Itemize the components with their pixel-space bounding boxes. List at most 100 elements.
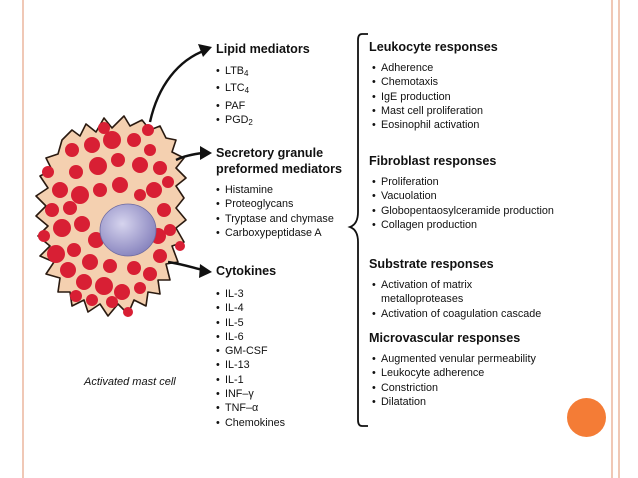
granule [112, 177, 128, 193]
substrate-item: Activation of matrix [372, 278, 541, 293]
granule-title-line2: preformed mediators [216, 162, 342, 176]
granule [88, 232, 104, 248]
granule [134, 189, 146, 201]
granule [127, 261, 141, 275]
granule [45, 203, 59, 217]
granule [71, 186, 89, 204]
granule [146, 182, 162, 198]
cytokines-item: Chemokines [216, 416, 285, 431]
granule [103, 259, 117, 273]
leukocyte-item: Eosinophil activation [372, 118, 483, 133]
granule [63, 201, 77, 215]
cytokines-item: INF–γ [216, 387, 285, 402]
orange-circle-decoration [567, 398, 606, 437]
granule [89, 157, 107, 175]
fibroblast-title: Fibroblast responses [369, 154, 497, 168]
granule [70, 290, 82, 302]
fibroblast-item: Vacuolation [372, 189, 554, 204]
granule [47, 245, 65, 263]
cell-caption: Activated mast cell [84, 376, 176, 388]
granule [111, 153, 125, 167]
cytokines-title: Cytokines [216, 264, 277, 278]
cytokines-item: IL-13 [216, 358, 285, 373]
granule [52, 182, 68, 198]
lipid-item: PAF [216, 99, 253, 114]
lipid-item: LTB4 [216, 64, 253, 81]
fibroblast-item: Proliferation [372, 175, 554, 190]
granule [76, 274, 92, 290]
fibroblast-item: Globopentaosylceramide production [372, 204, 554, 219]
granule-item: Tryptase and chymase [216, 212, 334, 227]
granule [142, 124, 154, 136]
granule [95, 277, 113, 295]
granule-item: Proteoglycans [216, 197, 334, 212]
granule-title-line1: Secretory granule [216, 146, 324, 160]
granule [42, 166, 54, 178]
granule [69, 165, 83, 179]
left-border-stripe [22, 0, 24, 478]
leukocyte-responses-list: AdherenceChemotaxisIgE productionMast ce… [372, 61, 483, 133]
arrow-to-cytokines [167, 260, 204, 272]
substrate-responses-list: Activation of matrixmetalloproteasesActi… [372, 278, 541, 321]
right-border-stripe [611, 0, 613, 478]
granule [157, 203, 171, 217]
granule [106, 296, 118, 308]
cytokines-item: IL-5 [216, 316, 285, 331]
arrow-head-cytokines [199, 264, 212, 278]
granule [114, 284, 130, 300]
lipid-item: PGD2 [216, 113, 253, 130]
microvascular-item: Constriction [372, 381, 536, 396]
granule [123, 307, 133, 317]
granule [53, 219, 71, 237]
cytokines-item: TNF–α [216, 401, 285, 416]
granule [84, 137, 100, 153]
granule [98, 122, 110, 134]
cytokines-item: IL-4 [216, 301, 285, 316]
granule [153, 249, 167, 263]
granule [143, 267, 157, 281]
arrow-head-lipid [198, 44, 212, 57]
leukocyte-item: Mast cell proliferation [372, 104, 483, 119]
substrate-item: metalloproteases [381, 293, 464, 306]
lipid-mediators-title: Lipid mediators [216, 42, 310, 56]
granule [93, 183, 107, 197]
cytokines-list: IL-3IL-4IL-5IL-6GM-CSFIL-13IL-1INF–γTNF–… [216, 287, 285, 430]
lipid-item: LTC4 [216, 81, 253, 98]
cytokines-item: GM-CSF [216, 344, 285, 359]
granule [38, 230, 50, 242]
granule [74, 216, 90, 232]
cytokines-item: IL-1 [216, 373, 285, 388]
granule [132, 157, 148, 173]
lipid-mediators-list: LTB4LTC4PAFPGD2 [216, 64, 253, 130]
leukocyte-title: Leukocyte responses [369, 40, 498, 54]
leukocyte-item: Adherence [372, 61, 483, 76]
granule [65, 143, 79, 157]
granule [67, 243, 81, 257]
response-brace [347, 33, 368, 427]
granule [153, 161, 167, 175]
leukocyte-item: Chemotaxis [372, 75, 483, 90]
right-border-stripe-2 [618, 0, 620, 478]
cytokines-item: IL-6 [216, 330, 285, 345]
granule [134, 282, 146, 294]
fibroblast-item: Collagen production [372, 218, 554, 233]
microvascular-title: Microvascular responses [369, 331, 521, 345]
microvascular-responses-list: Augmented venular permeabilityLeukocyte … [372, 352, 536, 409]
substrate-title: Substrate responses [369, 257, 494, 271]
substrate-item: Activation of coagulation cascade [372, 307, 541, 322]
microvascular-item: Dilatation [372, 395, 536, 410]
leukocyte-item: IgE production [372, 90, 483, 105]
nucleus [99, 203, 157, 257]
cytokines-item: IL-3 [216, 287, 285, 302]
arrow-head-granule [200, 146, 212, 160]
granule [144, 144, 156, 156]
granule-mediators-list: HistamineProteoglycansTryptase and chyma… [216, 183, 334, 240]
granule [175, 241, 185, 251]
granule [103, 131, 121, 149]
arrow-to-lipid [148, 48, 207, 123]
granule [162, 176, 174, 188]
granule [127, 133, 141, 147]
granule-item: Carboxypeptidase A [216, 226, 334, 241]
microvascular-item: Leukocyte adherence [372, 366, 536, 381]
